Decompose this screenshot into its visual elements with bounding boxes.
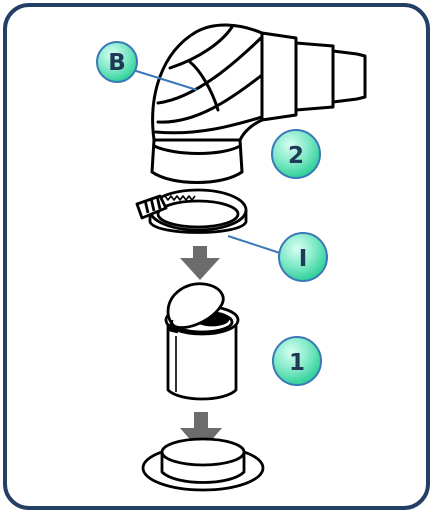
arrow-down-icon — [180, 246, 220, 280]
callout-label-i: I — [299, 246, 308, 272]
hose-clamp — [135, 188, 248, 234]
callout-badge-b: B — [96, 41, 138, 83]
callout-label-1: 1 — [289, 350, 305, 376]
elbow-connector — [150, 23, 367, 184]
callout-label-2: 2 — [288, 143, 304, 169]
diagram-frame — [3, 3, 430, 510]
base-flange — [141, 437, 265, 492]
callout-badge-i: I — [278, 232, 328, 282]
callout-badge-2: 2 — [271, 129, 321, 179]
callout-leaders — [132, 69, 281, 254]
arrow-down-icon — [180, 412, 222, 452]
valve-cylinder — [164, 282, 240, 401]
callout-label-b: B — [108, 50, 126, 76]
callout-badge-1: 1 — [272, 336, 322, 386]
